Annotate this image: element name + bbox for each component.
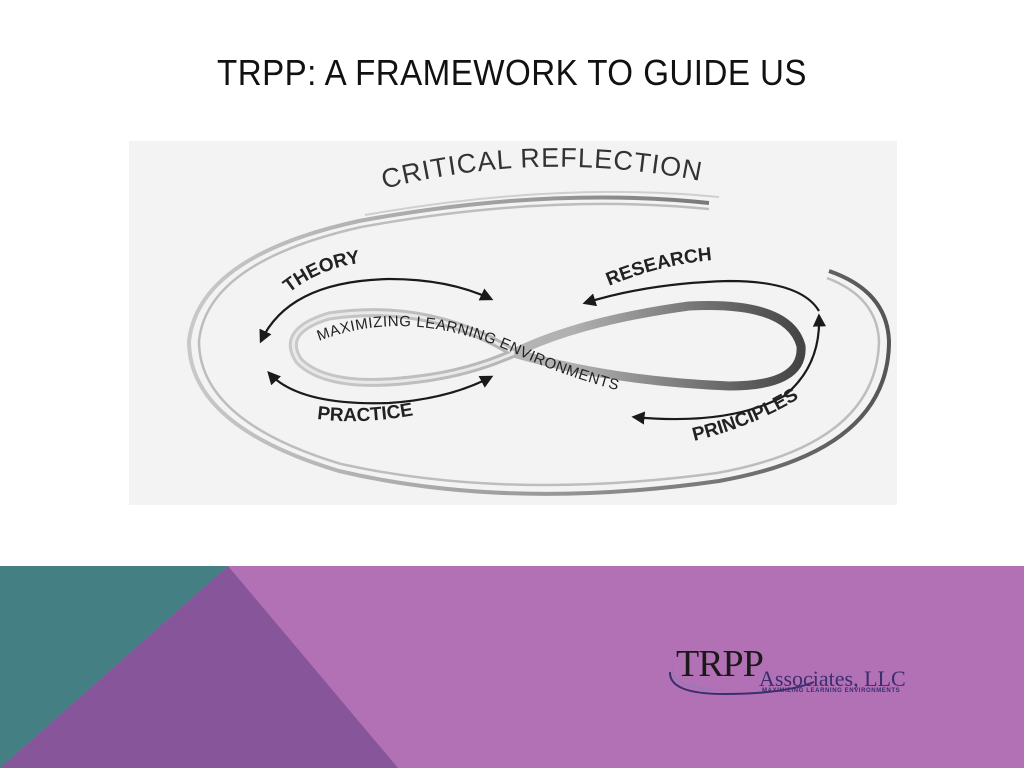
logo-tagline: MAXIMIZING LEARNING ENVIRONMENTS (762, 688, 900, 694)
framework-diagram: CRITICAL REFLECTION THEORY PRACTICE RESE… (129, 141, 897, 505)
logo-trpp: TRPP (676, 642, 763, 686)
company-logo: TRPP Associates, LLC MAXIMIZING LEARNING… (664, 642, 914, 702)
critical-reflection-label: CRITICAL REFLECTION (378, 143, 705, 195)
practice-arrow (269, 373, 491, 403)
slide-title: TRPP: A FRAMEWORK TO GUIDE US (41, 52, 983, 94)
principles-label: PRINCIPLES (690, 384, 802, 446)
framework-diagram-svg: CRITICAL REFLECTION THEORY PRACTICE RESE… (129, 141, 897, 505)
